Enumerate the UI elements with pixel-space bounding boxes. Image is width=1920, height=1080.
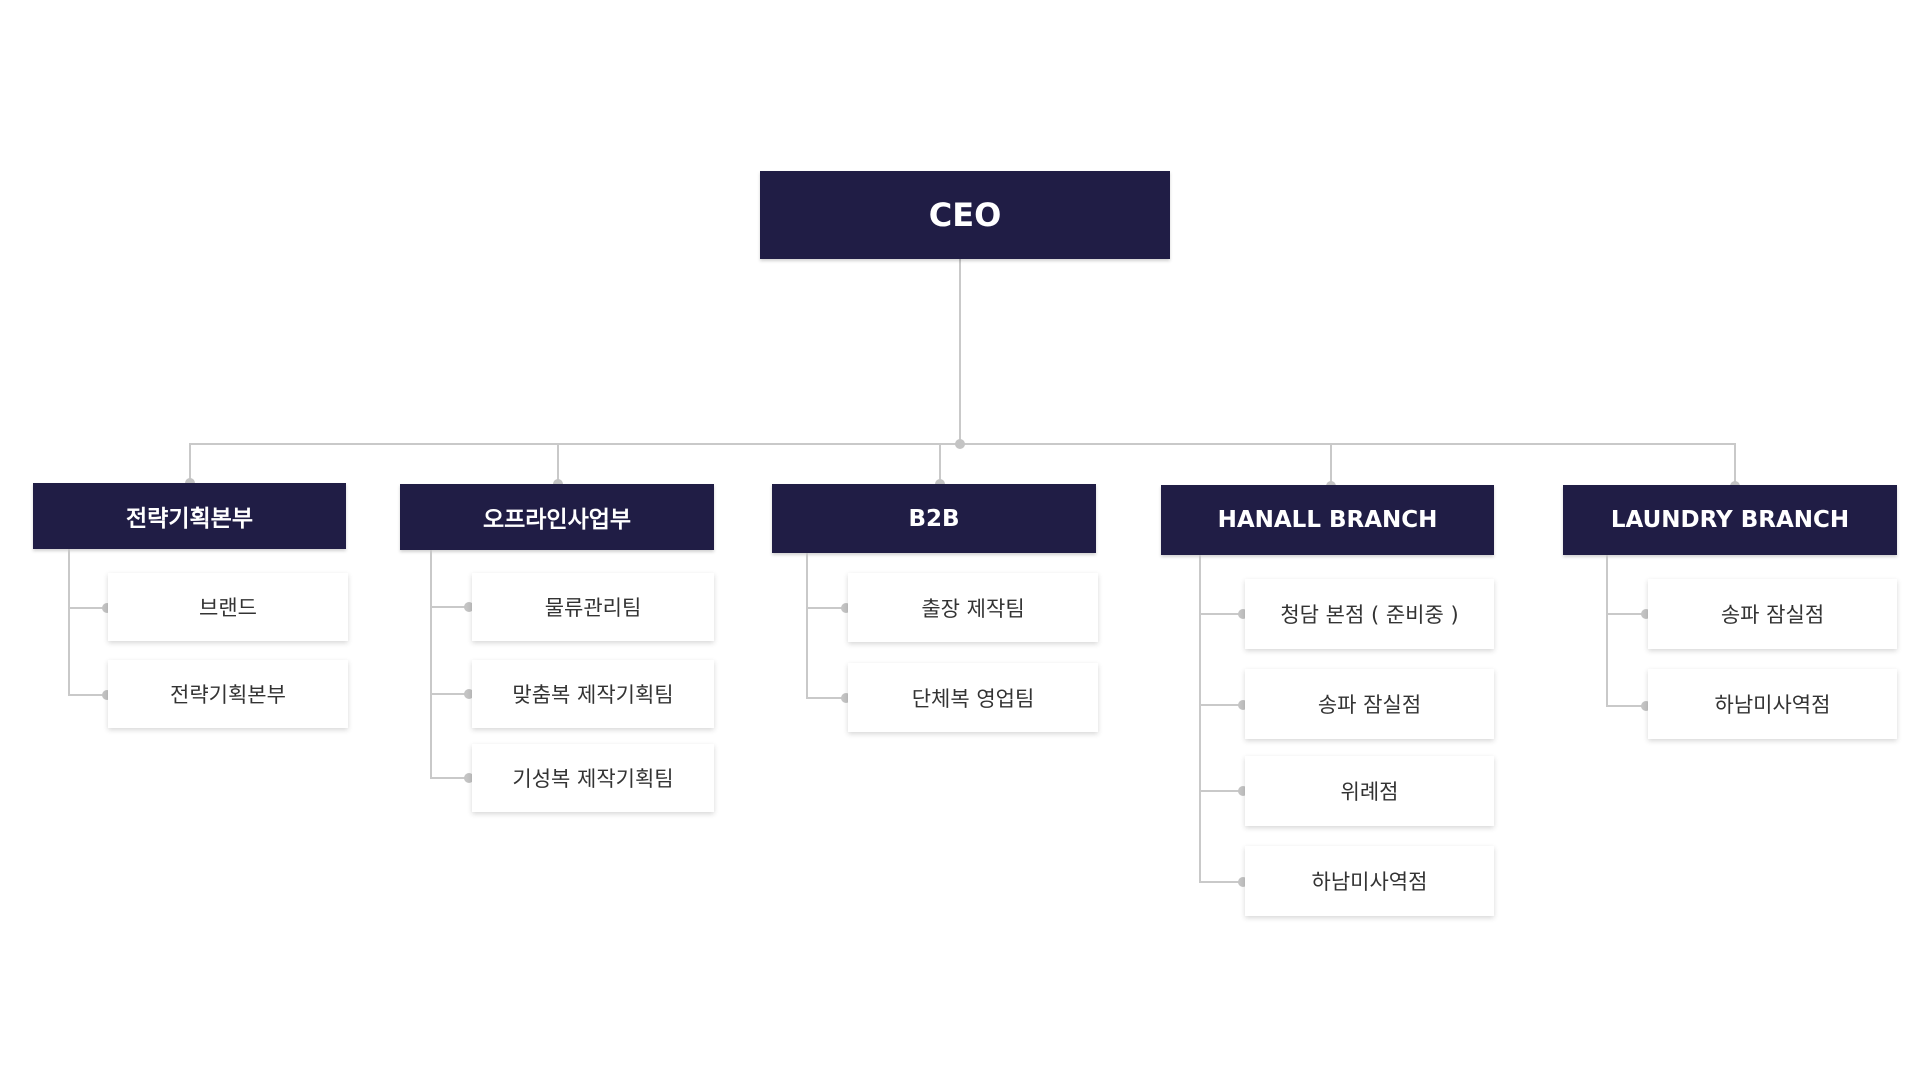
ceo-connector xyxy=(959,258,961,444)
team-box: 하남미사역점 xyxy=(1648,669,1897,739)
team-label: 하남미사역점 xyxy=(1311,870,1428,894)
team-label: 출장 제작팀 xyxy=(921,596,1025,621)
team-box: 맞춤복 제작기획팀 xyxy=(472,660,714,728)
division-box: LAUNDRY BRANCH xyxy=(1563,485,1897,555)
team-label: 전략기획본부 xyxy=(170,683,286,707)
division-drop-connector xyxy=(1734,443,1736,483)
team-dot xyxy=(1238,609,1248,619)
team-box: 단체복 영업팀 xyxy=(848,663,1098,732)
division-box: B2B xyxy=(772,484,1096,553)
team-branch-connector xyxy=(1199,613,1245,615)
team-dot xyxy=(464,689,474,699)
team-dot xyxy=(1641,701,1651,711)
team-box: 위례점 xyxy=(1245,756,1494,826)
team-branch-connector xyxy=(806,607,848,609)
team-box: 하남미사역점 xyxy=(1245,846,1494,916)
team-dot xyxy=(1238,786,1248,796)
team-label: 청담 본점 ( 준비중 ) xyxy=(1280,603,1459,627)
team-box: 브랜드 xyxy=(108,573,348,641)
team-branch-connector xyxy=(430,693,472,695)
division-box: HANALL BRANCH xyxy=(1161,485,1494,555)
team-vertical-connector xyxy=(1199,555,1201,883)
team-branch-connector xyxy=(1199,790,1245,792)
team-box: 청담 본점 ( 준비중 ) xyxy=(1245,579,1494,649)
team-box: 기성복 제작기획팀 xyxy=(472,744,714,812)
team-box: 송파 잠실점 xyxy=(1245,669,1494,739)
team-branch-connector xyxy=(1606,705,1648,707)
team-dot xyxy=(102,690,112,700)
team-box: 물류관리팀 xyxy=(472,573,714,641)
division-box: 오프라인사업부 xyxy=(400,484,714,550)
team-dot xyxy=(841,693,851,703)
division-label: HANALL BRANCH xyxy=(1217,507,1438,533)
team-dot xyxy=(1238,700,1248,710)
team-dot xyxy=(464,602,474,612)
team-label: 물류관리팀 xyxy=(544,596,642,620)
team-branch-connector xyxy=(1199,881,1245,883)
division-label: B2B xyxy=(908,505,960,532)
team-dot xyxy=(102,603,112,613)
ceo-label: CEO xyxy=(928,196,1002,234)
team-dot xyxy=(1641,609,1651,619)
team-vertical-connector xyxy=(430,550,432,778)
team-label: 위례점 xyxy=(1340,780,1399,804)
division-box: 전략기획본부 xyxy=(33,483,346,549)
division-drop-connector xyxy=(189,443,191,483)
team-dot xyxy=(1238,877,1248,887)
team-label: 송파 잠실점 xyxy=(1317,693,1422,717)
team-dot xyxy=(464,773,474,783)
division-drop-connector xyxy=(1330,443,1332,483)
team-label: 브랜드 xyxy=(199,596,257,620)
team-branch-connector xyxy=(1606,613,1648,615)
team-vertical-connector xyxy=(68,549,70,696)
team-vertical-connector xyxy=(806,553,808,699)
division-label: LAUNDRY BRANCH xyxy=(1610,507,1850,533)
division-label: 오프라인사업부 xyxy=(482,507,632,533)
team-label: 하남미사역점 xyxy=(1714,693,1831,717)
team-branch-connector xyxy=(68,694,108,696)
division-label: 전략기획본부 xyxy=(126,506,253,532)
team-label: 기성복 제작기획팀 xyxy=(512,767,674,791)
team-vertical-connector xyxy=(1606,555,1608,707)
team-box: 출장 제작팀 xyxy=(848,573,1098,642)
division-drop-connector xyxy=(557,443,559,483)
junction-dot xyxy=(955,439,965,449)
team-label: 맞춤복 제작기획팀 xyxy=(512,683,674,707)
team-branch-connector xyxy=(806,697,848,699)
division-drop-connector xyxy=(939,443,941,483)
team-branch-connector xyxy=(1199,704,1245,706)
team-dot xyxy=(841,603,851,613)
team-label: 송파 잠실점 xyxy=(1720,603,1825,627)
team-box: 전략기획본부 xyxy=(108,660,348,728)
ceo-box: CEO xyxy=(760,171,1170,259)
team-box: 송파 잠실점 xyxy=(1648,579,1897,649)
team-branch-connector xyxy=(430,777,472,779)
team-label: 단체복 영업팀 xyxy=(911,686,1035,711)
team-branch-connector xyxy=(68,607,108,609)
team-branch-connector xyxy=(430,606,472,608)
